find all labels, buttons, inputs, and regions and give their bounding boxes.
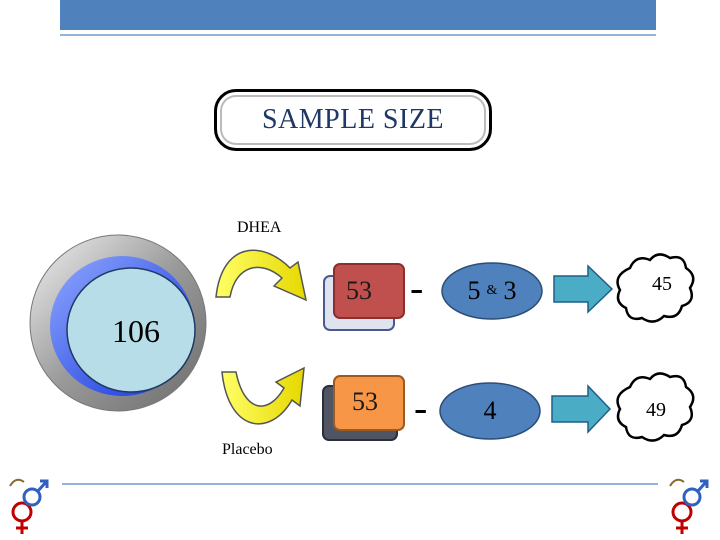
dhea-analyzed: 45 xyxy=(652,273,672,295)
footer-rule xyxy=(62,483,658,485)
placebo-allocated: 53 xyxy=(352,387,378,416)
placebo-dash: - xyxy=(414,385,428,430)
header-rule xyxy=(60,34,656,36)
placebo-arrow xyxy=(551,384,612,434)
dhea-arrow xyxy=(553,264,614,314)
dhea-analyzed-cloud xyxy=(616,253,695,323)
placebo-lost-oval xyxy=(439,382,541,440)
placebo-curved-arrow xyxy=(221,366,305,425)
gender-symbol-icon xyxy=(9,478,49,534)
total-count: 106 xyxy=(112,313,160,349)
dhea-label: DHEA xyxy=(237,219,282,236)
dhea-lost-oval xyxy=(441,262,543,320)
placebo-lost-text: 4 xyxy=(440,394,540,428)
placebo-analyzed: 49 xyxy=(646,399,666,421)
placebo-allocated-box xyxy=(322,375,405,441)
header-bar xyxy=(60,0,656,30)
title: SAMPLE SIZE xyxy=(261,104,445,135)
placebo-label: Placebo xyxy=(222,441,273,458)
total-circle xyxy=(29,234,207,412)
gender-symbol-icon xyxy=(669,478,709,534)
title-box: SAMPLE SIZE xyxy=(214,89,492,151)
dhea-allocated-box xyxy=(323,263,405,331)
dhea-dash: - xyxy=(410,265,424,310)
dhea-allocated: 53 xyxy=(346,276,372,305)
placebo-lost: 4 xyxy=(483,396,497,425)
dhea-lost-connector: & xyxy=(486,283,498,298)
dhea-lost-text: 5 & 3 xyxy=(442,274,542,308)
dhea-lost: 5 xyxy=(467,276,481,305)
dhea-curved-arrow xyxy=(215,249,308,302)
dhea-lost-extra: 3 xyxy=(503,276,517,305)
placebo-analyzed-cloud xyxy=(616,372,695,442)
